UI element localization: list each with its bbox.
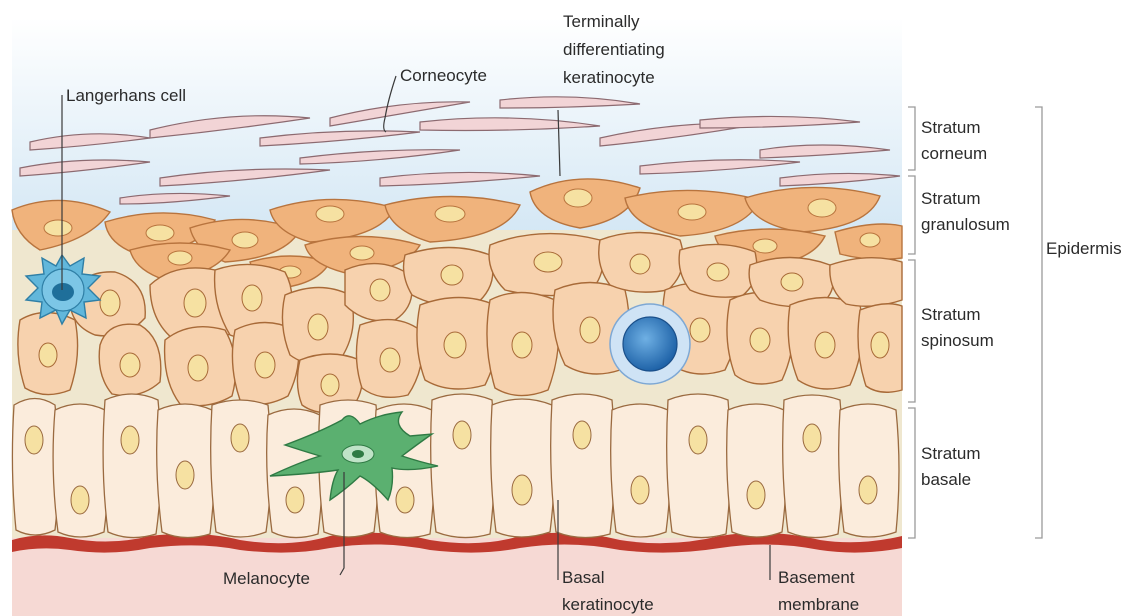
basal-layer [12,394,899,538]
label-langerhans-cell: Langerhans cell [66,86,186,105]
layer-spinosum-line2: spinosum [921,331,994,350]
label-basal-line2: keratinocyte [562,595,654,614]
label-basement-line2: membrane [778,595,859,614]
label-corneocyte: Corneocyte [400,66,487,85]
lymphocyte [610,304,690,384]
label-epidermis: Epidermis [1046,239,1122,258]
layer-basale-line2: basale [921,470,971,489]
layer-corneum-line2: corneum [921,144,987,163]
layer-spinosum-line1: Stratum [921,305,981,324]
layer-granulosum-line1: Stratum [921,189,981,208]
layer-basale-line1: Stratum [921,444,981,463]
label-terminal-line2: differentiating [563,40,665,59]
layer-granulosum-line2: granulosum [921,215,1010,234]
label-terminal-line3: keratinocyte [563,68,655,87]
label-basal-line1: Basal [562,568,605,587]
label-terminal-line1: Terminally [563,12,640,31]
label-basement-line1: Basement [778,568,855,587]
layer-corneum-line1: Stratum [921,118,981,137]
label-melanocyte: Melanocyte [223,569,310,588]
